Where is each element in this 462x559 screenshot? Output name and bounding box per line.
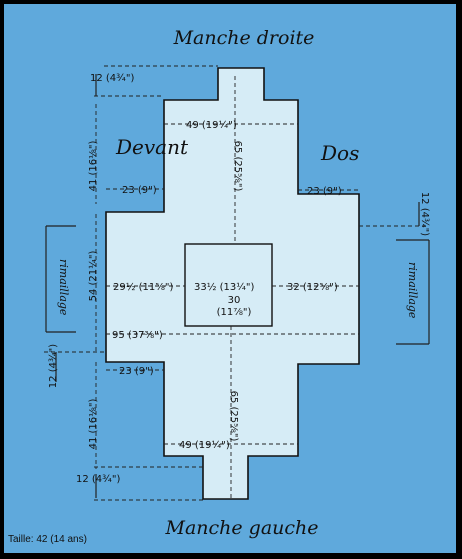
neck-width-label: 33½ (13¼") <box>194 281 255 293</box>
top-cuff-height-label: 12 (4¾") <box>90 73 134 84</box>
top-left-height-label: 41 (16⅛") <box>88 141 99 192</box>
total-width-label: 95 (37⅜") <box>112 330 163 341</box>
left-ribbing-size-label: 12 (4¾") <box>48 344 59 388</box>
top-sleeve-label: Manche droite <box>173 27 315 49</box>
top-sleeve-width-label: 49 (19¼") <box>186 119 237 131</box>
bottom-cuff-height-label: 12 (4¾") <box>76 474 120 485</box>
top-step-left-label: 23 (9") <box>122 185 157 196</box>
bottom-left-height-label: 41 (16⅛") <box>88 399 99 450</box>
diagram-frame: Manche droite Manche gauche Devant Dos r… <box>4 4 456 553</box>
neck-opening <box>184 243 273 327</box>
right-side-label: 32 (12⅝") <box>287 282 338 293</box>
body-height-label: 54 (21¼") <box>87 251 99 302</box>
left-side-label: 29½ (11⅝") <box>113 281 174 293</box>
top-sleeve-length-label: 65 (25⅝") <box>232 141 243 192</box>
neck-height-label-1: 30 <box>228 295 241 306</box>
neck-height-label-2: (11⅞") <box>217 307 252 318</box>
front-label: Devant <box>115 135 189 159</box>
top-step-right-label: 23 (9") <box>307 186 342 197</box>
bottom-sleeve-length-label: 65 (25⅝") <box>228 391 239 442</box>
knitting-schematic: Manche droite Manche gauche Devant Dos r… <box>44 27 430 539</box>
size-label: Taille: 42 (14 ans) <box>8 534 87 545</box>
right-ribbing-size-label: 12 (4¾") <box>419 192 430 236</box>
bottom-sleeve-label: Manche gauche <box>164 517 318 539</box>
right-ribbing-label: rimaillage <box>406 262 419 319</box>
bottom-sleeve-width-label: 49 (19¼") <box>179 439 230 451</box>
left-ribbing-label: rimaillage <box>57 259 70 316</box>
garment-outline <box>105 67 360 500</box>
bottom-step-label: 23 (9") <box>119 366 154 377</box>
back-label: Dos <box>320 141 359 165</box>
